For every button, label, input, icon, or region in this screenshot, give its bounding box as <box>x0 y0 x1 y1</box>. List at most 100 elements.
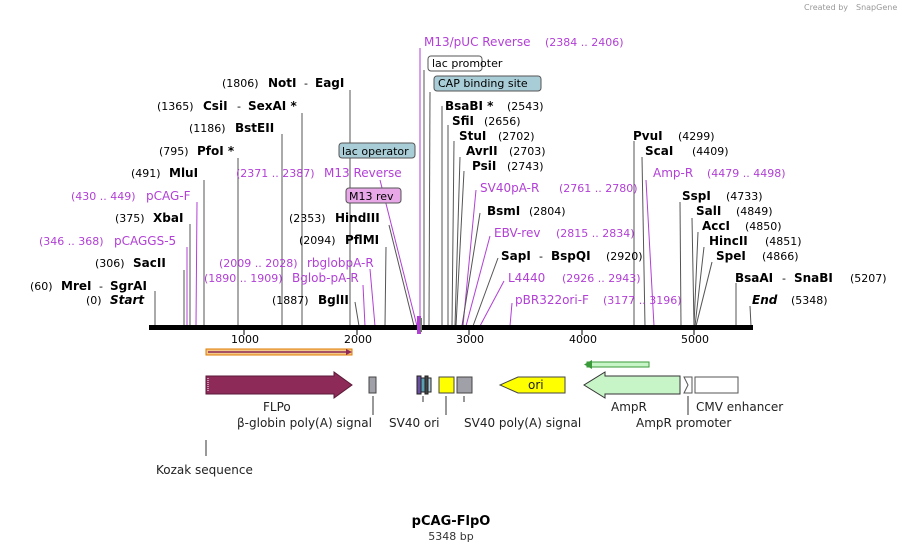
hindIII-name: HindIII <box>335 211 380 225</box>
ampr-label: AmpR <box>611 400 647 414</box>
sfiI-name: SfiI <box>452 114 474 128</box>
sapI-name: SapI <box>501 249 531 263</box>
left-primers: (2371 .. 2387) M13 Reverse (430 .. 449) … <box>39 166 402 285</box>
psiI-name: PsiI <box>472 159 496 173</box>
pflMI-coord: (2094) <box>299 234 336 247</box>
l4440-coord: (2926 .. 2943) <box>562 272 641 285</box>
scaI-coord: (4409) <box>692 145 729 158</box>
sacII-coord: (306) <box>95 257 125 270</box>
bglobpa-coord: (1890 .. 1909) <box>204 272 283 285</box>
tick-4000: 4000 <box>569 333 597 346</box>
right-site-connectors <box>423 70 752 327</box>
kozak-label: Kozak sequence <box>156 463 253 477</box>
m13-rev-label: M13 rev <box>349 190 394 203</box>
notI-coord: (1806) <box>222 77 259 90</box>
m13reverse-name: M13 Reverse <box>324 166 402 180</box>
salI-coord: (4849) <box>736 205 773 218</box>
bsaAI-coord: (5207) <box>850 272 887 285</box>
bglobin-label: β-globin poly(A) signal <box>237 416 372 430</box>
start-name: Start <box>110 293 145 307</box>
primer-connectors <box>186 48 655 327</box>
site-separator: - <box>539 250 543 263</box>
primer-arrow-green <box>586 361 650 368</box>
sexAI-name: SexAI * <box>248 99 297 113</box>
hindIII-coord: (2353) <box>289 212 326 225</box>
ampr-primer-name: Amp-R <box>653 166 693 180</box>
pvuI-coord: (4299) <box>678 130 715 143</box>
right-primers: SV40pA-R (2761 .. 2780) EBV-rev (2815 ..… <box>480 166 786 307</box>
pcaggs5-name: pCAGGS-5 <box>114 234 176 248</box>
lac-promoter-box <box>427 55 483 72</box>
ampr-promoter-label: AmpR promoter <box>636 416 731 430</box>
yellow-feature[interactable] <box>438 376 455 394</box>
bglobin-polya-feature[interactable] <box>368 376 377 394</box>
psiI-coord: (2743) <box>507 160 544 173</box>
backbone <box>149 325 753 330</box>
sgrAI-name: SgrAI <box>110 279 147 293</box>
stuI-coord: (2702) <box>498 130 535 143</box>
site-separator: - <box>99 280 103 293</box>
scaI-name: ScaI <box>645 144 673 158</box>
sv40-polya-feature[interactable] <box>456 376 473 394</box>
accI-coord: (4850) <box>745 220 782 233</box>
end-coord: (5348) <box>791 294 828 307</box>
top-primer-coord: (2384 .. 2406) <box>545 36 624 49</box>
avrII-coord: (2703) <box>509 145 546 158</box>
bglII-coord: (1887) <box>272 294 309 307</box>
lac-operator-label: lac operator <box>342 145 409 158</box>
primer-marker <box>417 316 421 334</box>
cmv-enhancer-feature[interactable] <box>694 376 739 394</box>
flpo-feature[interactable] <box>205 371 353 399</box>
ebvrev-name: EBV-rev <box>494 226 540 240</box>
site-separator: - <box>304 77 308 90</box>
mreI-name: MreI <box>61 279 91 293</box>
tick-1000: 1000 <box>231 333 259 346</box>
snaBI-name: SnaBI <box>794 271 833 285</box>
speI-name: SpeI <box>716 249 746 263</box>
ampr-promoter-feature[interactable] <box>683 376 693 394</box>
lac-promoter-label: lac promoter <box>432 57 503 70</box>
feature-connectors <box>205 396 689 456</box>
plasmid-size: 5348 bp <box>428 530 473 543</box>
m13-rev-box <box>345 187 402 204</box>
bspQI-name: BspQI <box>551 249 591 263</box>
cmv-label: CMV enhancer <box>696 400 783 414</box>
pbr322-name: pBR322ori-F <box>515 293 589 307</box>
pflMI-name: PflMI <box>345 233 379 247</box>
cap-site-box <box>433 75 542 92</box>
pcagf-coord: (430 .. 449) <box>71 190 136 203</box>
salI-name: SalI <box>696 204 721 218</box>
bglII-name: BglII <box>318 293 349 307</box>
pvuI-name: PvuI <box>633 129 663 143</box>
primer-arrow-green-head <box>584 360 592 369</box>
xbaI-coord: (375) <box>115 212 145 225</box>
mreI-coord: (60) <box>30 280 53 293</box>
left-sites: (1806) NotI - EagI (1365) CsiI - SexAI *… <box>30 76 380 307</box>
ruler-ticks <box>243 330 695 335</box>
credit-prefix: Created by <box>804 3 848 12</box>
bsaBI-name: BsaBI * <box>445 99 494 113</box>
end-name: End <box>752 293 778 307</box>
right-sites: BsaBI * (2543) SfiI (2656) StuI (2702) A… <box>445 99 887 307</box>
pcaggs5-coord: (346 .. 368) <box>39 235 104 248</box>
csiI-name: CsiI <box>203 99 228 113</box>
sv40pa-name: SV40pA-R <box>480 181 539 195</box>
sv40ori-label: SV40 ori <box>389 416 440 430</box>
pcagf-name: pCAG-F <box>146 189 191 203</box>
top-primer-name: M13/pUC Reverse <box>424 35 531 49</box>
speI-coord: (4866) <box>762 250 799 263</box>
rbglobpa-name: rbglobpA-R <box>307 256 374 270</box>
plasmid-title: pCAG-FlpO <box>412 514 491 529</box>
hincII-coord: (4851) <box>765 235 802 248</box>
sv40-ori-feature[interactable] <box>416 375 432 395</box>
hincII-name: HincII <box>709 234 748 248</box>
ampr-feature[interactable] <box>583 371 681 399</box>
pfoI-coord: (795) <box>159 145 189 158</box>
bglobpa-name: Bglob-pA-R <box>292 271 359 285</box>
site-separator: - <box>782 272 786 285</box>
sspI-name: SspI <box>682 189 711 203</box>
ori-feature[interactable] <box>498 376 566 394</box>
pfoI-name: PfoI * <box>197 144 235 158</box>
ori-label: ori <box>528 378 544 392</box>
